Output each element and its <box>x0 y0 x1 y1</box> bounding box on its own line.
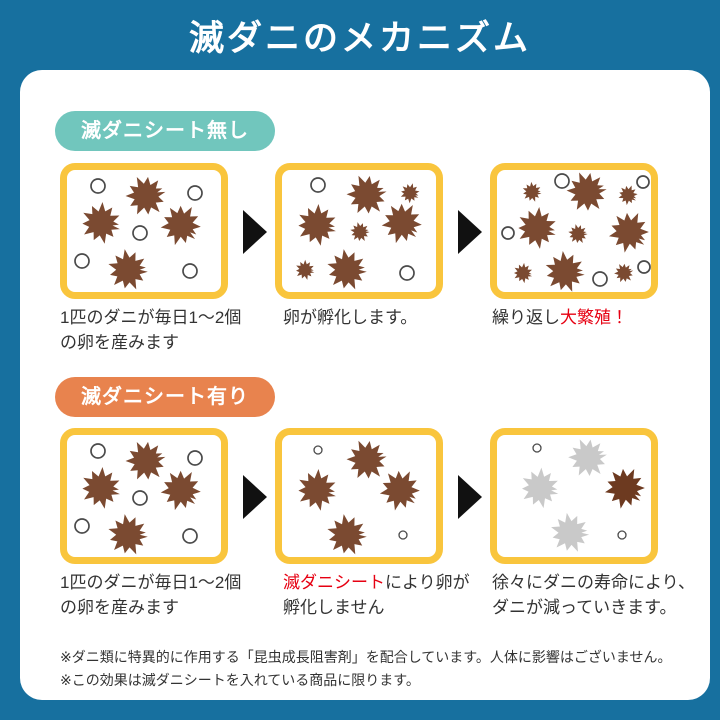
footnotes: ※ダニ類に特異的に作用する「昆虫成長阻害剤」を配合しています。人体に影響はござい… <box>60 646 680 692</box>
panel-caption: 卵が孵化します。 <box>283 308 418 327</box>
arrow-right-icon <box>458 210 482 254</box>
mite-panel-sheet-step1 <box>60 428 228 564</box>
arrow-right-icon <box>243 210 267 254</box>
footnote-line: ※ダニ類に特異的に作用する「昆虫成長阻害剤」を配合しています。人体に影響はござい… <box>60 649 672 665</box>
panel-caption: 徐々にダニの寿命により、 ダニが減っていきます。 <box>492 573 695 617</box>
section-badge-with-sheet: 滅ダニシート有り <box>55 377 275 417</box>
arrow-right-icon <box>243 475 267 519</box>
section-badge-without-sheet: 滅ダニシート無し <box>55 111 275 151</box>
mite-panel-sheet-step3 <box>490 428 658 564</box>
mite-panel-no-sheet-step1 <box>60 163 228 299</box>
arrow-right-icon <box>458 475 482 519</box>
panel-caption: 滅ダニシートにより卵が 孵化しません <box>283 573 470 617</box>
mite-panel-no-sheet-step3 <box>490 163 658 299</box>
panel-caption: 1匹のダニが毎日1～2個 の卵を産みます <box>60 308 242 352</box>
panel-caption: 繰り返し大繁殖！ <box>492 308 628 327</box>
panel-caption: 1匹のダニが毎日1～2個 の卵を産みます <box>60 573 242 617</box>
mite-panel-sheet-step2 <box>275 428 443 564</box>
page-title: 滅ダニのメカニズム <box>188 18 531 58</box>
content-card: 滅ダニシート無し 1匹のダニが毎日1～2個 の卵を産みます 卵が孵化します。 繰… <box>20 70 710 700</box>
footnote-line: ※この効果は滅ダニシートを入れている商品に限ります。 <box>60 672 420 689</box>
mite-panel-no-sheet-step2 <box>275 163 443 299</box>
